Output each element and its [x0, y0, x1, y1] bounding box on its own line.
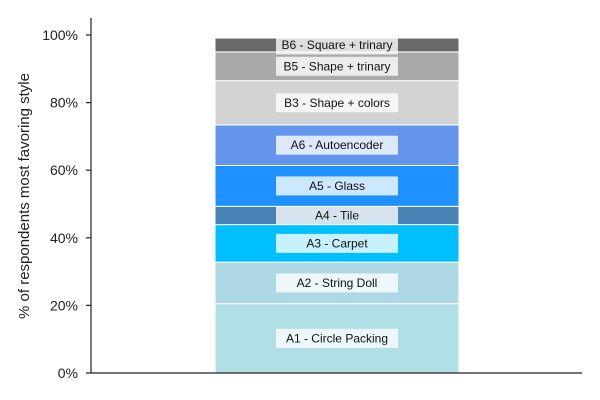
segment-label: B5 - Shape + trinary: [283, 59, 390, 73]
segment-label-box: [276, 328, 398, 348]
y-tick-label: 40%: [50, 230, 78, 246]
bar-segments: [214, 37, 460, 374]
y-tick-label: 0%: [58, 365, 78, 381]
segment-label-box: [276, 93, 398, 113]
y-axis-label: % of respondents most favoring style: [16, 73, 33, 319]
segment-label-box: [276, 205, 398, 225]
segment-label: B3 - Shape + colors: [284, 96, 390, 110]
segment-label-box: [276, 233, 398, 253]
segment-label: A4 - Tile: [315, 208, 359, 222]
axes: [90, 18, 582, 374]
segment-label-box: [276, 135, 398, 155]
segment-label-box: [276, 35, 398, 55]
y-tick-label: 20%: [50, 297, 78, 313]
segment-label: A3 - Carpet: [306, 236, 368, 250]
segment-label-box: [276, 176, 398, 196]
segment-label: B6 - Square + trinary: [281, 38, 392, 52]
y-tick-label: 80%: [50, 95, 78, 111]
segment-label-box: [276, 273, 398, 293]
y-tick-label: 60%: [50, 162, 78, 178]
segment-label: A2 - String Doll: [297, 276, 378, 290]
segment-label: A1 - Circle Packing: [286, 331, 388, 345]
segment-label: A5 - Glass: [309, 179, 365, 193]
segment-label-box: [276, 56, 398, 76]
y-ticks: 0% 20% 40% 60% 80% 100%: [42, 27, 91, 381]
segment-labels: A1 - Circle Packing A2 - String Doll A3 - …: [276, 35, 398, 348]
y-tick-label: 100%: [42, 27, 78, 43]
segment-label: A6 - Autoencoder: [291, 138, 384, 152]
